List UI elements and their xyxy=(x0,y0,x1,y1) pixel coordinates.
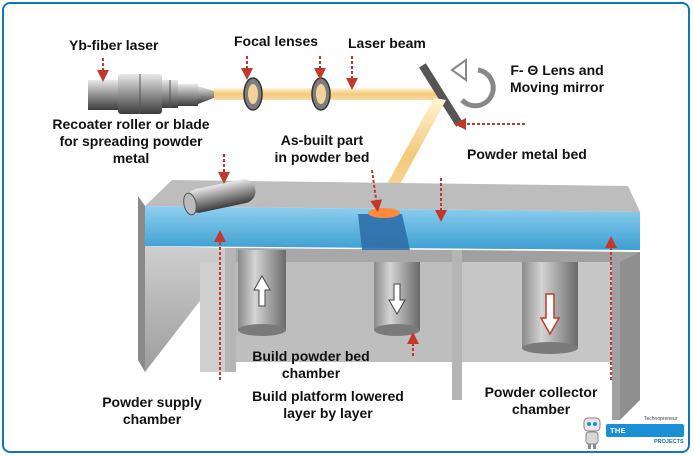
down-arrow-icon xyxy=(539,293,561,336)
yb-fiber-laser-device xyxy=(88,74,214,114)
supply-piston xyxy=(238,250,286,336)
label-powder-collector: Powder collector chamber xyxy=(474,384,608,418)
machine-back-wall xyxy=(145,180,640,212)
brand-logo: Technopreneur THE ENGINEERING PROJECTS xyxy=(578,412,688,452)
label-build-platform: Build platform lowered layer by layer xyxy=(228,388,428,422)
label-collector-line2: chamber xyxy=(511,401,571,417)
focal-lens-1 xyxy=(243,77,263,111)
rotation-arrow-icon xyxy=(450,58,496,109)
label-as-built-line1: As-built part xyxy=(280,132,364,148)
robot-mascot-icon xyxy=(583,417,601,449)
label-recoater-line2: for spreading powder xyxy=(59,133,203,149)
label-build-bed-line2: chamber xyxy=(281,365,341,381)
label-supply-line2: chamber xyxy=(122,411,182,427)
moving-mirror xyxy=(419,63,463,127)
label-f-theta-lens-line1: F- Θ Lens and xyxy=(510,62,604,78)
label-build-bed-line1: Build powder bed xyxy=(252,348,370,364)
build-chamber-wall xyxy=(236,248,456,262)
label-as-built-line2: in powder bed xyxy=(274,149,370,165)
brand-top-text: Technopreneur xyxy=(644,416,678,422)
label-supply-line1: Powder supply xyxy=(102,394,202,410)
label-focal-lenses: Focal lenses xyxy=(234,33,319,49)
brand-sub-text: PROJECTS xyxy=(654,439,684,445)
collector-piston xyxy=(522,262,578,354)
label-as-built-part: As-built part in powder bed xyxy=(262,132,382,166)
leader-arrows xyxy=(97,56,617,380)
label-collector-line1: Powder collector xyxy=(484,384,598,400)
label-f-theta-lens-line2: Moving mirror xyxy=(509,79,605,95)
build-piston xyxy=(374,262,420,336)
down-arrow-icon xyxy=(388,283,406,316)
left-end-wall xyxy=(138,196,145,372)
up-arrow-icon xyxy=(253,274,271,307)
label-powder-supply: Powder supply chamber xyxy=(92,394,212,428)
focal-lens-2 xyxy=(311,77,331,111)
label-f-theta-lens: F- Θ Lens and Moving mirror xyxy=(502,62,612,96)
diagram-frame xyxy=(2,2,690,453)
bed-divider-right xyxy=(452,250,462,400)
label-recoater-line3: metal xyxy=(112,150,150,166)
right-end-wall xyxy=(620,252,640,420)
label-recoater: Recoater roller or blade for spreading p… xyxy=(36,116,226,167)
brand-main-text: THE ENGINEERING xyxy=(610,426,666,444)
label-build-platform-line1: Build platform lowered xyxy=(252,388,404,404)
bed-divider-left xyxy=(225,248,236,372)
recoater-roller xyxy=(183,179,256,216)
label-laser-beam: Laser beam xyxy=(348,35,426,51)
brand-bar: THE ENGINEERING xyxy=(606,424,684,444)
label-powder-metal-bed: Powder metal bed xyxy=(467,146,587,162)
label-build-powder-bed: Build powder bed chamber xyxy=(236,348,386,382)
label-recoater-line1: Recoater roller or blade xyxy=(52,116,210,132)
label-build-platform-line2: layer by layer xyxy=(283,405,373,421)
label-yb-fiber-laser: Yb-fiber laser xyxy=(69,37,159,53)
supply-interior xyxy=(200,262,225,372)
